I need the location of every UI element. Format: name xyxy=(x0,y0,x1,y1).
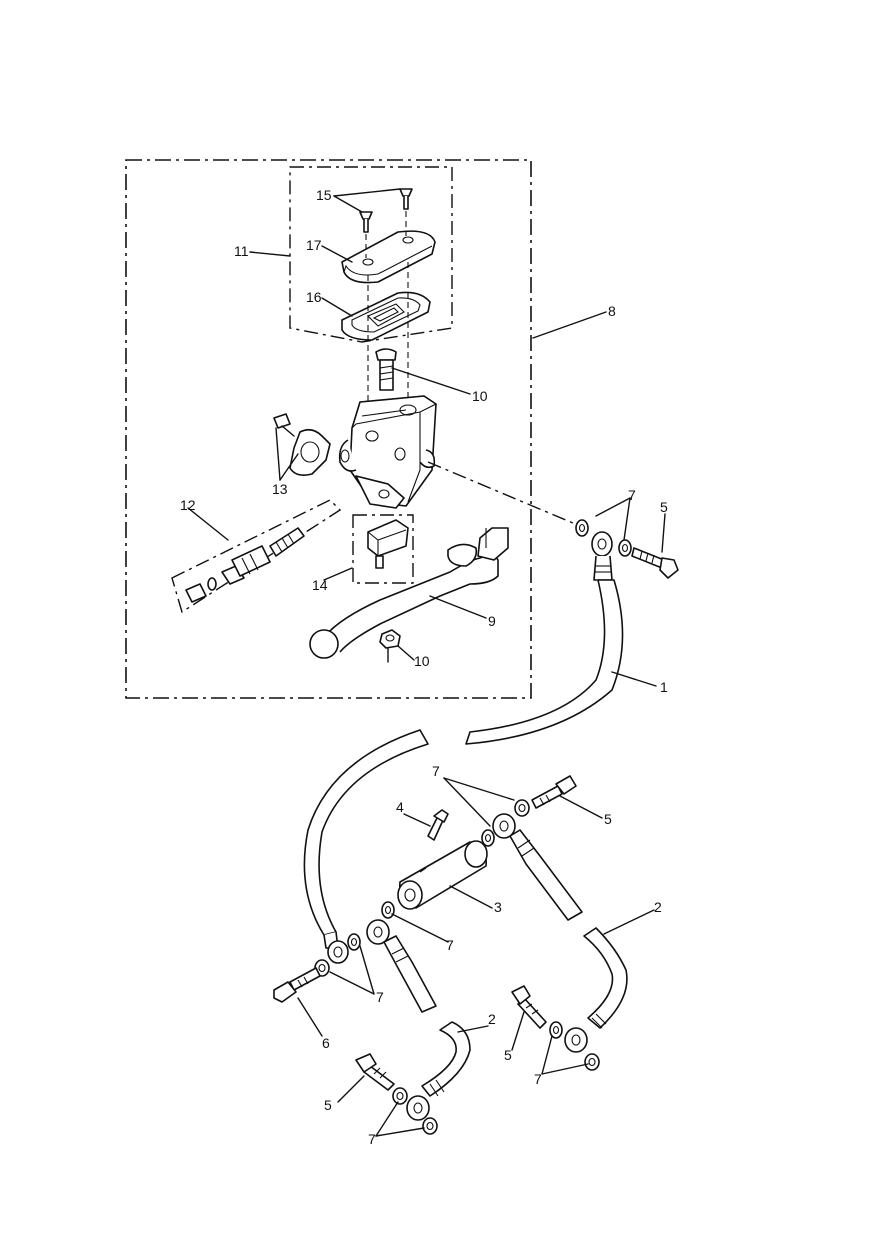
right-lower-hose xyxy=(564,927,628,1053)
banjo-axis-line xyxy=(427,461,581,527)
middle-right-hose xyxy=(492,813,583,921)
callout-10-upper: 10 xyxy=(472,388,488,404)
leader-lines xyxy=(187,188,666,1137)
callout-7-left-lower: 7 xyxy=(368,1131,376,1147)
brake-light-switch xyxy=(367,519,409,569)
callout-17: 17 xyxy=(306,237,322,253)
callout-11: 11 xyxy=(234,243,249,259)
right-lower-washer-a xyxy=(549,1021,563,1039)
assembly-14-boundary xyxy=(352,514,414,584)
reservoir-screw-left xyxy=(359,211,373,233)
callout-5-right-lower: 5 xyxy=(504,1047,512,1063)
callout-15: 15 xyxy=(316,187,332,203)
callout-7-upper: 7 xyxy=(628,487,636,503)
callout-3: 3 xyxy=(494,899,502,915)
upper-right-washer xyxy=(514,799,530,817)
callout-5-upper: 5 xyxy=(660,499,668,515)
upper-banjo-washer xyxy=(575,519,589,537)
callout-6: 6 xyxy=(322,1035,330,1051)
callout-5-junction: 5 xyxy=(604,811,612,827)
pivot-bolt xyxy=(375,348,397,391)
callout-2-right: 2 xyxy=(654,899,662,915)
brake-lever xyxy=(309,527,509,659)
left-lower-bolt xyxy=(355,1053,395,1091)
callout-7-right-lower: 7 xyxy=(534,1071,542,1087)
handlebar-clamp xyxy=(273,413,331,476)
assembly-11-boundary xyxy=(289,166,453,343)
right-lower-bolt xyxy=(511,985,547,1029)
left-lower-washer-b xyxy=(422,1117,438,1135)
callout-9: 9 xyxy=(488,613,496,629)
assembly-12-boundary xyxy=(171,499,342,614)
callout-5-left-lower: 5 xyxy=(324,1097,332,1113)
upper-banjo-bolt xyxy=(631,547,679,579)
callout-13: 13 xyxy=(272,481,288,497)
assembly-8-boundary xyxy=(125,159,532,699)
callout-2-left: 2 xyxy=(488,1011,496,1027)
upper-brake-hose xyxy=(465,579,624,745)
reservoir-cap xyxy=(341,230,436,284)
right-lower-washer-b xyxy=(584,1053,600,1071)
master-cylinder-body xyxy=(338,395,438,509)
callout-7-middle: 7 xyxy=(446,937,454,953)
upper-banjo-fitting xyxy=(591,531,613,581)
lower-left-banjo xyxy=(323,931,349,964)
callout-12: 12 xyxy=(180,497,196,513)
reservoir-screw-right xyxy=(399,188,413,210)
callout-4: 4 xyxy=(396,799,404,815)
callout-8: 8 xyxy=(608,303,616,319)
callout-16: 16 xyxy=(306,289,322,305)
callout-7-junction: 7 xyxy=(432,763,440,779)
lever-pivot-nut xyxy=(379,629,401,649)
upper-right-bolt xyxy=(531,775,577,809)
left-lower-washer-a xyxy=(392,1087,408,1105)
callout-1: 1 xyxy=(660,679,668,695)
junction-washer-right xyxy=(481,829,495,847)
middle-left-hose xyxy=(366,919,437,1013)
junction-washer-left xyxy=(381,901,395,919)
callout-10-lower: 10 xyxy=(414,653,430,669)
junction-block xyxy=(397,840,488,910)
piston-kit xyxy=(185,527,305,603)
lower-left-bolt-6 xyxy=(273,967,321,1003)
callout-7-left: 7 xyxy=(376,989,384,1005)
junction-bolt-4 xyxy=(427,809,449,841)
callout-14: 14 xyxy=(312,577,328,593)
upper-banjo-washer-2 xyxy=(618,539,632,557)
left-lower-hose xyxy=(406,1021,471,1121)
lower-left-washer xyxy=(347,933,361,951)
